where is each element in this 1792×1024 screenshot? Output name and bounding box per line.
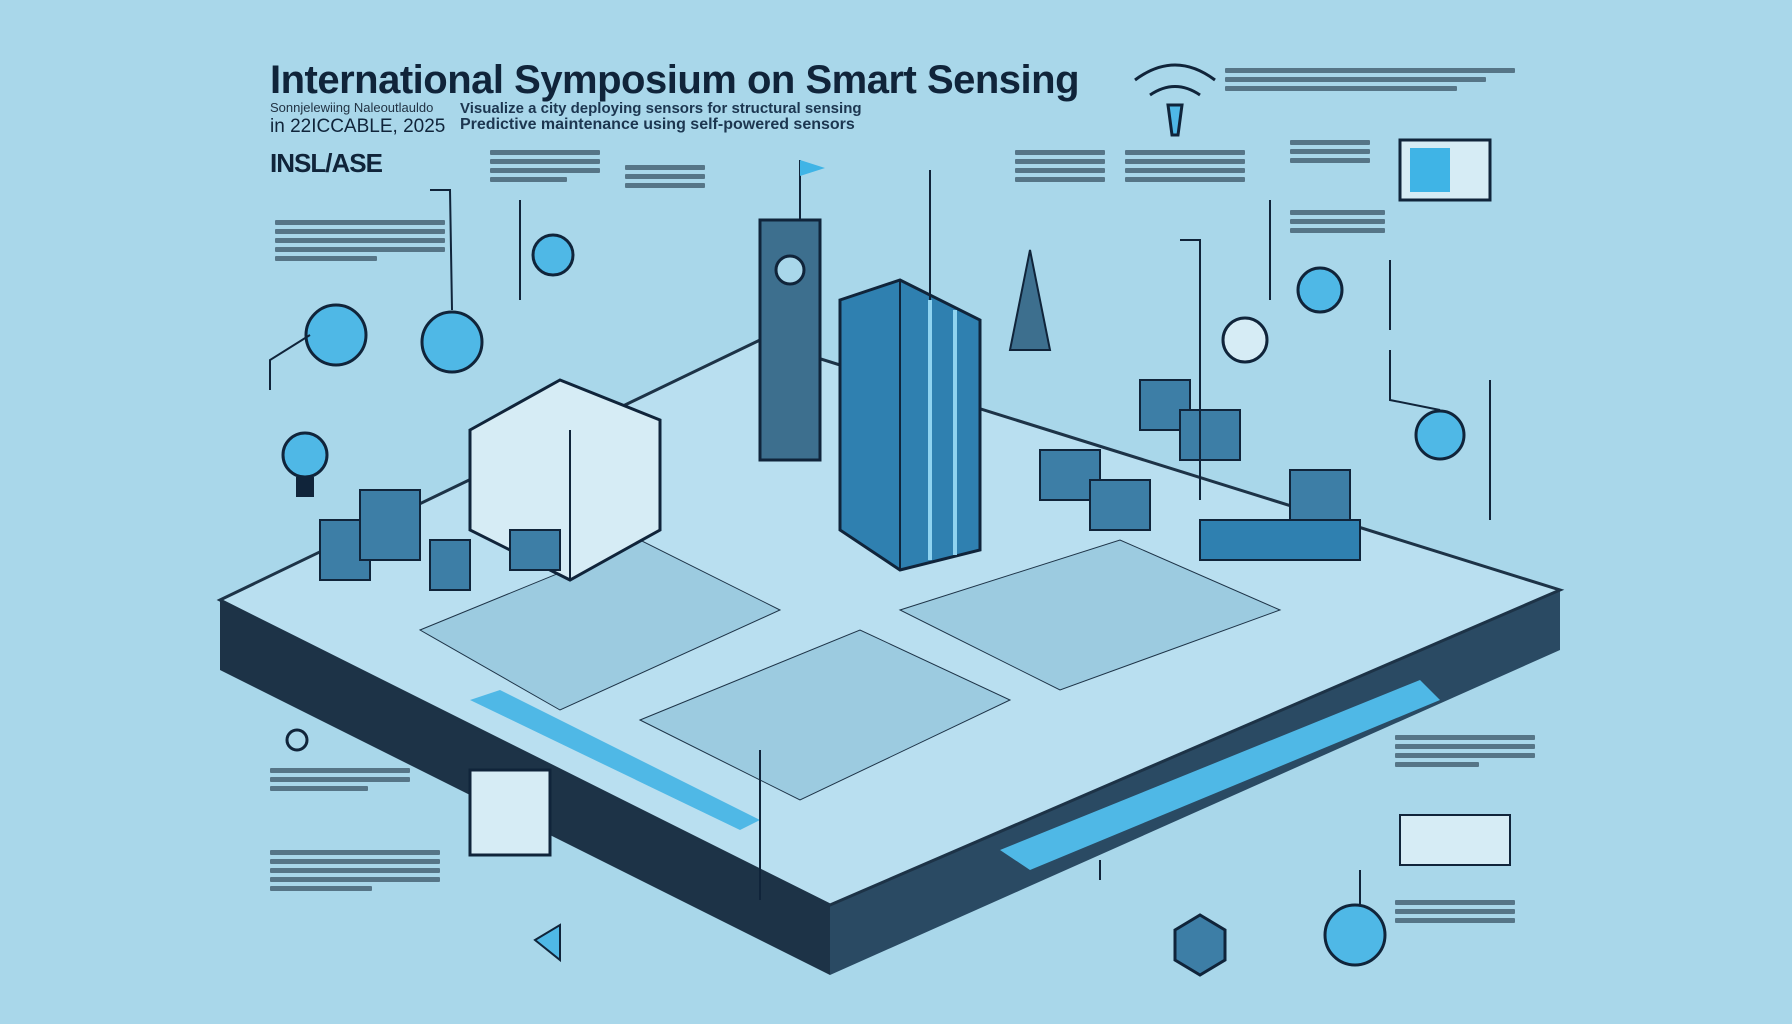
logo: INSL/ASE xyxy=(270,148,383,178)
building-cluster-right xyxy=(1039,379,1361,561)
sensor-node-icon xyxy=(304,233,1466,967)
conference-line-2: in 22ICCABLE, 2025 xyxy=(270,116,446,137)
gear-icon xyxy=(285,728,309,752)
tablet-icon xyxy=(1398,138,1492,202)
district-grid-3 xyxy=(898,539,1282,691)
note-left xyxy=(275,220,445,261)
skyscraper xyxy=(838,278,982,572)
note-2 xyxy=(625,165,705,188)
subtitle-line-2: Predictive maintenance using self-powere… xyxy=(460,116,855,133)
building-cluster-left xyxy=(319,489,561,591)
road-blue-2 xyxy=(1000,680,1440,870)
connector-lines xyxy=(269,170,1491,905)
speaker-icon xyxy=(533,923,561,963)
device-panel xyxy=(1399,814,1511,866)
note-top-right xyxy=(1225,68,1515,91)
page-title: International Symposium on Smart Sensing xyxy=(270,58,1080,102)
note-1 xyxy=(490,150,600,182)
wifi-signal-icon xyxy=(1134,63,1216,137)
note-bottom-right-2 xyxy=(1395,900,1515,923)
subtitle-line-1: Visualize a city deploying sensors for s… xyxy=(460,100,862,117)
lightbulb-icon xyxy=(281,431,329,497)
note-5 xyxy=(1290,140,1370,163)
monitor-icon xyxy=(468,768,552,857)
note-6 xyxy=(1290,210,1385,233)
note-3 xyxy=(1015,150,1105,182)
cube-icon xyxy=(1173,913,1227,977)
spire xyxy=(1008,249,1052,351)
note-bottom-left-2 xyxy=(270,850,440,891)
conference-line-1: Sonnjelewiing Naleoutlauldo xyxy=(270,100,434,115)
note-bottom-left-1 xyxy=(270,768,410,791)
clock-tower-icon xyxy=(758,160,825,462)
district-grid-2 xyxy=(638,629,1012,801)
note-4 xyxy=(1125,150,1245,182)
note-bottom-right xyxy=(1395,735,1535,767)
road-blue xyxy=(470,690,760,830)
